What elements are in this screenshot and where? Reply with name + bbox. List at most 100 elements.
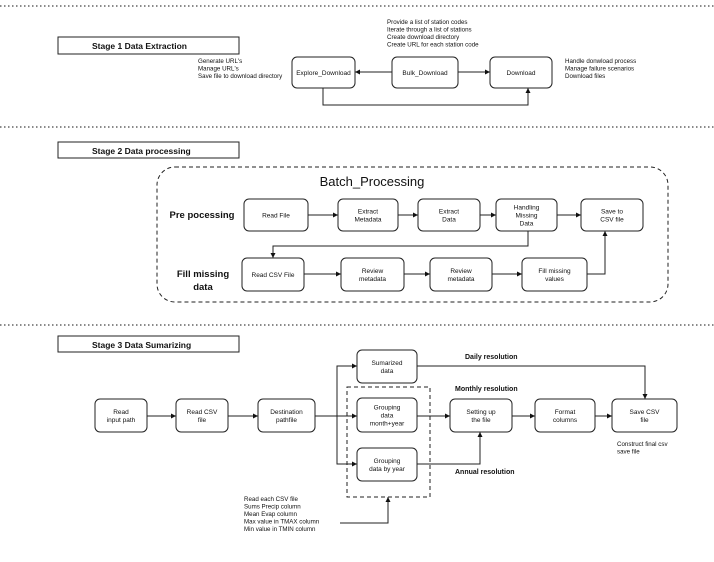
node-readcsv: Read CSV File (241, 257, 305, 292)
node-box (495, 198, 558, 232)
node-box (94, 398, 148, 433)
node-label: Setting up (466, 409, 496, 416)
node-box (611, 398, 678, 433)
annotation-line: Max value in TMAX column (244, 519, 320, 526)
annotation-line: Iterate through a list of stations (387, 27, 472, 34)
node-label: data (381, 368, 394, 375)
annotation-line: Sums Precip column (244, 504, 301, 511)
annotation-line: Min value in TMIN column (244, 526, 316, 533)
node-box (291, 56, 356, 89)
fill-missing-label-line1: Fill missing (177, 269, 229, 280)
node-label: Read CSV (187, 409, 218, 416)
stage3-title-text: Stage 3 Data Sumarizing (92, 340, 191, 350)
annotation-line: Read each CSV file (244, 496, 299, 503)
node-label: metadata (359, 276, 386, 283)
node-label: Save to (601, 208, 623, 215)
annotation-line: Generate URL's (198, 58, 242, 65)
node-label: Bulk_Download (402, 70, 448, 77)
node-label: Read CSV File (252, 272, 295, 279)
annotation-line: Save file to download directory (198, 73, 283, 80)
node-label: Read (113, 409, 129, 416)
connector-arrow (340, 497, 391, 524)
node-label: Metadata (354, 216, 381, 223)
node-box (241, 257, 305, 292)
stage2-title: Stage 2 Data processing (57, 141, 240, 159)
node-label: CSV file (600, 216, 624, 223)
node-label: file (640, 417, 649, 424)
node-box (356, 447, 418, 482)
stage2-title-text: Stage 2 Data processing (92, 146, 191, 156)
node-label: Format (555, 409, 576, 416)
node-label: data by year (369, 466, 406, 473)
daily-resolution-label: Daily resolution (465, 354, 518, 361)
node-label: Extract (439, 208, 459, 215)
node-label: columns (553, 417, 578, 424)
node-label: pathfile (276, 417, 297, 424)
node-label: Destination (270, 409, 303, 416)
annotation-line: Create download directory (387, 34, 460, 41)
connector-arrow (336, 416, 357, 467)
connector-arrow (417, 365, 648, 399)
node-download: Download (489, 56, 553, 89)
node-label: Sumarized (371, 360, 402, 367)
node-bulk: Bulk_Download (391, 56, 459, 89)
node-label: Explore_Download (296, 70, 351, 77)
annotation-line: save file (617, 449, 640, 456)
node-box (534, 398, 596, 433)
node-label: file (198, 417, 207, 424)
node-label: Fill missing (538, 268, 571, 275)
fill-missing-label-line2: data (193, 282, 213, 293)
node-box (356, 397, 418, 433)
stage1-title: Stage 1 Data Extraction (57, 36, 240, 55)
node-label: month+year (370, 420, 405, 427)
stage3-title: Stage 3 Data Sumarizing (57, 335, 240, 353)
annotation-line: Construct final csv (617, 441, 668, 448)
connector-arrow (322, 88, 531, 106)
batch-processing-title: Batch_Processing (320, 174, 425, 189)
annotation-line: Provide a list of station codes (387, 19, 467, 26)
node-label: metadata (447, 276, 474, 283)
annotation-line: Download files (565, 73, 605, 80)
node-label: Extract (358, 208, 378, 215)
node-label: input path (107, 417, 136, 424)
node-label: Grouping (374, 404, 401, 411)
node-label: values (545, 276, 565, 283)
node-label: Download (507, 70, 536, 77)
node-box (356, 349, 418, 384)
node-box (340, 257, 405, 292)
node-label: Data (442, 216, 456, 223)
node-label: data (381, 412, 394, 419)
node-label: Review (362, 268, 384, 275)
node-box (521, 257, 588, 292)
node-box (243, 198, 309, 232)
node-label: Missing (515, 212, 537, 219)
node-box (391, 56, 459, 89)
annotation-line: Mean Evap column (244, 511, 298, 518)
node-label: Read File (262, 212, 290, 219)
preprocessing-label: Pre pocessing (170, 210, 235, 221)
connector-arrow (417, 432, 483, 465)
node-label: Save CSV (630, 409, 661, 416)
connector-arrow (587, 231, 608, 275)
